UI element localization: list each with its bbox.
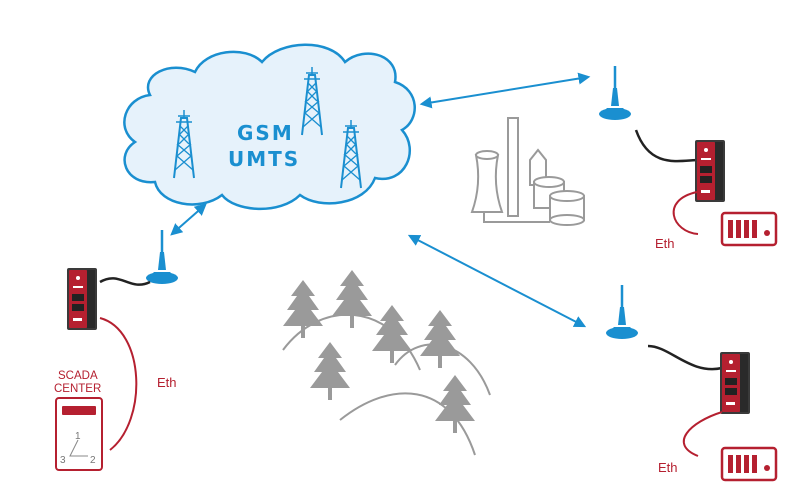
antenna-cable — [634, 129, 701, 163]
eth-label: Eth — [655, 236, 675, 251]
antenna-icon — [144, 228, 180, 286]
scada-center-device: 1 3 2 — [55, 397, 103, 471]
antenna-cable — [647, 344, 723, 371]
eth-cable — [682, 411, 723, 457]
wireless-links — [170, 72, 591, 328]
router-device — [695, 140, 725, 202]
link-arrow — [170, 203, 207, 236]
gsm-umts-cloud: GSM UMTS — [123, 43, 416, 211]
antenna-icon — [604, 283, 640, 341]
tree-icon — [420, 310, 460, 368]
link-arrow — [407, 234, 587, 328]
eth-label: Eth — [658, 460, 678, 475]
scada-node-3: 3 — [60, 455, 66, 466]
scada-label-line1: SCADA — [58, 370, 98, 382]
scada-label-line2: CENTER — [54, 383, 101, 395]
eth-cable — [672, 191, 699, 235]
rtu-device — [720, 211, 778, 247]
tree-icon — [283, 280, 323, 338]
antenna-icon — [597, 64, 633, 122]
left-station: Eth SCADA CENTER 1 3 2 — [54, 228, 180, 471]
router-device — [67, 268, 97, 330]
top-right-station: Eth — [597, 64, 778, 251]
link-arrow — [419, 72, 591, 109]
forest-landscape — [282, 270, 491, 456]
tree-icon — [435, 375, 475, 433]
cloud-label-umts: UMTS — [228, 147, 300, 171]
rtu-device — [720, 446, 778, 482]
router-device — [720, 352, 750, 414]
cloud-label-gsm: GSM — [237, 121, 294, 145]
tree-icon — [332, 270, 372, 328]
eth-cable — [99, 317, 138, 451]
bottom-right-station: Eth — [604, 283, 778, 482]
scada-node-2: 2 — [90, 455, 96, 466]
tree-icon — [310, 342, 350, 400]
factory-icon — [470, 117, 585, 226]
antenna-cable — [99, 277, 151, 286]
scada-node-1: 1 — [75, 431, 81, 442]
eth-label: Eth — [157, 375, 177, 390]
